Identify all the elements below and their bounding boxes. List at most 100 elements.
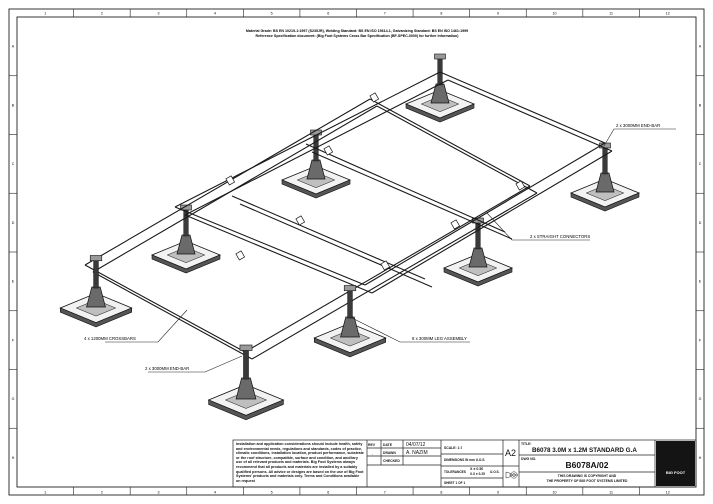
zone-label-column: 10 [553,490,557,494]
frame-tube [92,105,378,273]
callout-leaders [105,128,676,373]
feet-front [59,255,387,421]
tolerances-value: X ± 0.50 [470,467,484,471]
zone-label-column: 2 [101,12,103,16]
frame-tube [239,203,433,288]
zone-label-column: 5 [271,490,273,494]
connector-sleeve [295,215,306,226]
foot-base-edge [59,307,132,328]
zone-label-column: 4 [214,490,216,494]
dimensions-label: DIMENSIONS IN mm U.O.S. [444,458,486,462]
drawn-label: DRAWN [383,451,396,455]
frame-tube [447,79,613,152]
frame-tube [364,142,606,286]
leg-assembly [569,142,641,212]
title-label: TITLE: [521,442,532,446]
zone-label-column: 8 [440,12,442,16]
zone-label-row: A [699,45,702,49]
zone-label-column: 6 [327,490,329,494]
frame-tube [251,192,538,360]
rev-value: - [372,451,374,456]
zone-label-column: 11 [609,12,613,16]
dwg-no-label: DWG NO. [521,457,537,461]
leg-clamp [89,255,103,262]
connector-sleeve [225,175,236,186]
zone-label-row: D [699,221,702,225]
zone-ticks [9,9,704,495]
outer-border [8,8,705,496]
drawn-value: A. NAZIM [406,450,428,456]
frame-tube [371,150,613,294]
zone-label-row: G [699,397,702,401]
frame-tube [174,206,366,286]
leg-clamp [434,53,446,60]
zone-label-row: F [12,338,15,342]
copyright-line-1: THIS DRAWING IS COPYRIGHT AND [557,474,617,478]
zone-label-column: 2 [101,490,103,494]
frame-tube [231,195,426,280]
connector-sleeve [235,250,246,261]
zone-label-column: 7 [384,490,386,494]
zone-label-row: C [12,162,15,166]
frame-tube [84,264,246,353]
leg-clamp [180,204,192,211]
leg-assembly [150,204,222,274]
frame-tube [184,214,373,294]
zone-label-row: E [699,280,702,284]
leg-assembly [404,53,476,123]
zone-label-column: 10 [553,12,557,16]
foot-cone [86,286,106,308]
foot-base-edge [405,103,475,123]
sheet-size: A2 [505,448,517,458]
frame-tubes [84,71,613,360]
callout-straight-connectors: 2 x STRAIGHT CONNECTORS [530,234,590,239]
copyright-line-2: THE PROPERTY OF BIG FOOT SYSTEMS LIMITED [546,479,628,483]
leg-clamp [239,344,253,351]
zone-label-row: B [699,103,702,107]
zone-label-row: E [12,280,15,284]
zone-label-row: G [12,397,15,401]
frame-tube [92,271,253,360]
zone-label-column: 3 [157,490,159,494]
zone-label-column: 3 [157,12,159,16]
zone-label-column: 6 [327,12,329,16]
threaded-leg [437,57,443,86]
date-label: DATE [383,443,392,447]
foot-cone [306,159,326,180]
connector-sleeve [369,92,380,103]
scale-label: SCALE: 1:7 [444,446,463,450]
foot-cone [430,83,450,104]
threaded-leg [93,259,99,289]
zone-label-column: 8 [440,490,442,494]
zone-label-column: 7 [384,12,386,16]
frame-assembly [59,53,641,421]
zone-label-column: 12 [666,12,670,16]
frame-tube [174,71,441,208]
frame-tube [376,105,538,194]
zone-label-column: 12 [666,490,670,494]
threaded-leg [243,349,249,380]
foot-cone [340,316,360,338]
zone-label-column: 4 [214,12,216,16]
foot-base-edge [208,399,284,421]
leg-assembly [207,344,285,421]
frame-tube [305,143,506,233]
zone-label-row: B [12,103,15,107]
drawing-title: B6078 3.0M x 1.2M STANDARD G.A [532,447,637,454]
foot-cone [595,172,615,193]
zone-label-row: C [699,162,702,166]
callout-end-bar-top: 2 x 3000MM END-BAR [616,123,660,128]
sheet-label: SHEET 1 OF 1 [444,481,466,485]
material-spec-note: Material Grade: BS EN 10219-1:1997 (S235… [246,29,468,33]
leg-assembly [442,217,514,287]
reference-spec-note: Reference Specification document: (Big F… [256,34,460,38]
zone-label-row: D [12,221,15,225]
installation-notes: Installation and application considerati… [236,442,364,483]
leg-clamp [343,285,357,292]
zone-label-row: H [699,456,702,460]
projection-symbol [505,471,518,479]
callout-end-bar-bottom: 2 x 3000MM END-BAR [145,366,189,371]
threaded-leg [347,289,353,319]
frame-tube [244,185,531,353]
